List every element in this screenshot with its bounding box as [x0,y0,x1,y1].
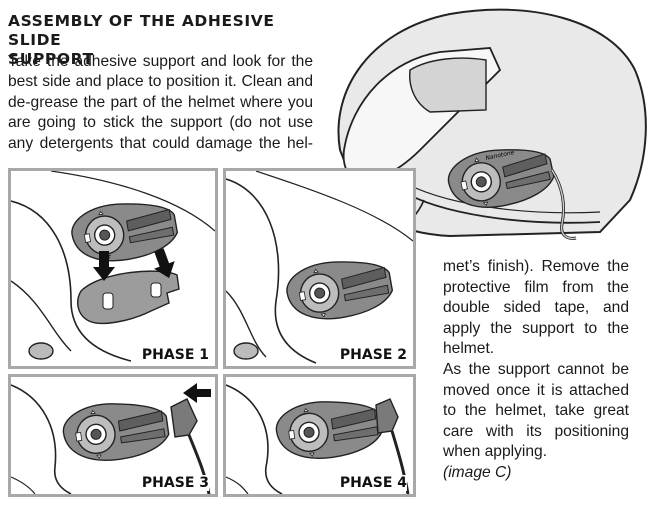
intro-line: best side and place to position it. Clea… [8,73,313,91]
side-paragraph: met’s finish). Remove the protective fil… [443,257,629,484]
image-reference: (image C) [443,463,512,481]
phase-4-label: PHASE 4 [335,475,407,491]
side-line: moved once it is attached [443,381,629,399]
phase-4-illustration [226,384,410,494]
phase-4-panel: PHASE 4 [223,374,416,497]
intro-paragraph: Take the adhesive support and look for t… [8,52,313,154]
phase-3-panel: PHASE 3 [8,374,218,497]
side-line: double sided tape, and [443,299,629,317]
side-line: helmet. [443,340,495,358]
side-line: As the support cannot be [443,360,629,378]
intro-line: de-grease the part of the helmet where y… [8,93,313,111]
phase-3-illustration [11,383,211,494]
phase-2-label: PHASE 2 [335,347,407,363]
phase-1-panel: PHASE 1 [8,168,218,369]
section-title: ASSEMBLY OF THE ADHESIVE SLIDE SUPPORT [8,12,318,69]
phase-3-label: PHASE 3 [137,475,209,491]
section-title-line-2: SUPPORT [8,50,94,68]
phase-1-label: PHASE 1 [137,347,209,363]
section-title-line-1: ASSEMBLY OF THE ADHESIVE SLIDE [8,12,275,49]
side-line: to the helmet, take great [443,402,629,420]
side-line: met’s finish). Remove the [443,258,629,275]
side-line: when applying. [443,443,548,461]
intro-line: Take the adhesive support and look for t… [8,53,313,70]
side-line: protective film from the [443,278,629,296]
phase-1-illustration [11,171,215,362]
phase-2-illustration [226,171,413,364]
intro-line: are going to stick the support (do not u… [8,114,313,132]
intro-line: any detergents that could damage the hel… [8,134,313,152]
side-line: apply the support to the [443,319,629,337]
phase-2-panel: PHASE 2 [223,168,416,369]
side-line: care with its positioning [443,422,629,440]
